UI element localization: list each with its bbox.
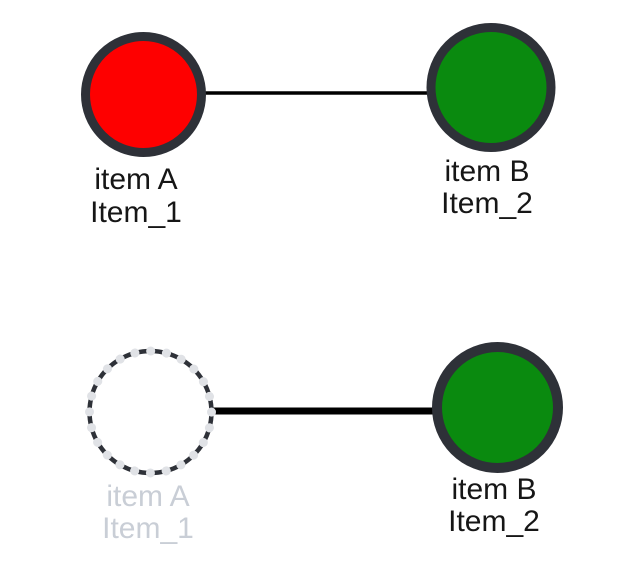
- node-item-a-bottom-dashed: [85, 346, 216, 478]
- node-item-b-top-label-line2: Item_2: [441, 187, 533, 220]
- graph-top: item A Item_1 item B Item_2: [81, 23, 556, 229]
- node-item-b-top-label-line1: item B: [444, 155, 529, 188]
- node-item-a-bottom-label-line2: Item_1: [102, 512, 194, 545]
- graph-bottom: item A Item_1 item B Item_2: [85, 342, 563, 545]
- node-item-a-top: [81, 32, 206, 157]
- node-item-b-bottom-label-line1: item B: [451, 473, 536, 506]
- node-item-a-bottom-label-line1: item A: [106, 480, 189, 513]
- node-item-b-bottom: [432, 342, 563, 473]
- node-item-a-top-label-line1: item A: [94, 163, 177, 196]
- node-item-a-bottom-dot-ring: [85, 346, 216, 478]
- node-item-b-bottom-label-line2: Item_2: [448, 505, 540, 538]
- node-item-a-bottom-fill: [89, 351, 212, 473]
- node-item-a-top-label-line2: Item_1: [90, 196, 182, 229]
- node-item-b-top: [426, 23, 556, 152]
